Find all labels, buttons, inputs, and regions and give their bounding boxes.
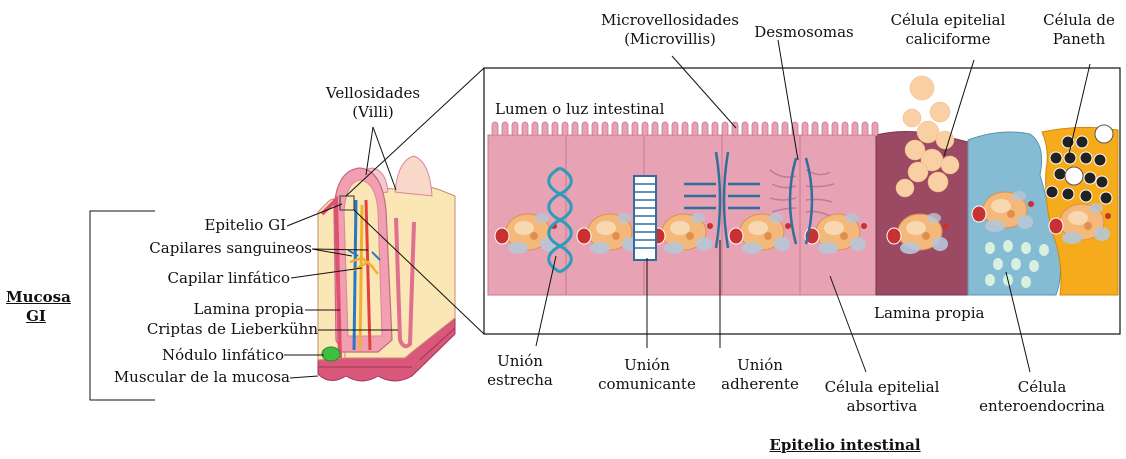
microvillus [632,122,638,136]
microvillus [872,122,878,136]
microvillus [702,122,708,136]
microvillus [582,122,588,136]
villi-label-line1: Vellosidades [318,84,428,103]
mucosa-title: Mucosa GI [6,288,66,326]
paneth-label: Célula de Paneth [1036,11,1122,49]
layer-label-criptas: Criptas de Lieberkühn [90,320,318,339]
layer-label-nodulo: Nódulo linfático [110,346,284,365]
microvillus [562,122,568,136]
goblet-label-line2: caliciforme [880,30,1016,49]
microvillus [492,122,498,136]
absorptive-cell-label-line1: Célula epitelial [812,378,952,397]
microvillus [572,122,578,136]
layer-label-muscular: Muscular de la mucosa [80,368,290,387]
microvillus [772,122,778,136]
microvillus [542,122,548,136]
gap-junction-label-line1: Unión [586,356,708,375]
microvillus [782,122,788,136]
lamina-propia-label: Lamina propia [874,304,984,323]
microvillus [622,122,628,136]
microvillus [832,122,838,136]
adherens-junction-label-line1: Unión [710,356,810,375]
microvillus [552,122,558,136]
microvillus [822,122,828,136]
microvillus [742,122,748,136]
adherens-junction-label: Unión adherente [710,356,810,394]
tight-junction-label-line2: estrecha [480,371,560,390]
desmosomas-label: Desmosomas [744,23,864,42]
microvillus [752,122,758,136]
microvillus [592,122,598,136]
microvillus [672,122,678,136]
layer-label-capilar-linfatico: Capilar linfático [110,269,290,288]
mucosa-title-line1: Mucosa [6,288,66,307]
microvilli-label: Microvellosidades (Microvillis) [590,11,750,49]
microvillus [602,122,608,136]
microvillus [712,122,718,136]
enteroendocrine-cell-label-line2: enteroendocrina [960,397,1124,416]
microvillus [662,122,668,136]
layer-label-capilares: Capilares sanguineos [100,239,312,258]
microvillus [762,122,768,136]
gap-junction [634,176,656,260]
enteroendocrine-cell-label-line1: Célula [960,378,1124,397]
microvillus [682,122,688,136]
gap-junction-label-line2: comunicante [586,375,708,394]
microvillus [512,122,518,136]
goblet-label-line1: Célula epitelial [880,11,1016,30]
microvilli-label-line1: Microvellosidades [590,11,750,30]
tight-junction-label-line1: Unión [480,352,560,371]
microvillus [802,122,808,136]
paneth-label-line1: Célula de [1036,11,1122,30]
absorptive-cell-label-line2: absortiva [812,397,952,416]
microvillus [532,122,538,136]
villi-label: Vellosidades (Villi) [318,84,428,122]
microvillus [692,122,698,136]
gap-junction-label: Unión comunicante [586,356,708,394]
microvillus [612,122,618,136]
microvillus [842,122,848,136]
lumen-label: Lumen o luz intestinal [495,100,664,119]
epitelio-title: Epitelio intestinal [740,436,950,455]
villi-label-line2: (Villi) [318,103,428,122]
layer-label-epitelio: Epitelio GI [140,216,286,235]
adherens-junction-label-line2: adherente [710,375,810,394]
tight-junction-label: Unión estrecha [480,352,560,390]
mucosa-title-line2: GI [6,307,66,326]
paneth-label-line2: Paneth [1036,30,1122,49]
microvillus [652,122,658,136]
enteroendocrine-cell-label: Célula enteroendocrina [960,378,1124,416]
villus-section [318,156,455,381]
microvillus [502,122,508,136]
microvillus [722,122,728,136]
absorptive-cell-label: Célula epitelial absortiva [812,378,952,416]
microvillus [812,122,818,136]
microvillus [642,122,648,136]
layer-label-lamina-propia: Lamina propia [120,300,304,319]
goblet-label: Célula epitelial caliciforme [880,11,1016,49]
microvillus [852,122,858,136]
microvilli-label-line2: (Microvillis) [590,30,750,49]
microvillus [862,122,868,136]
microvillus [522,122,528,136]
